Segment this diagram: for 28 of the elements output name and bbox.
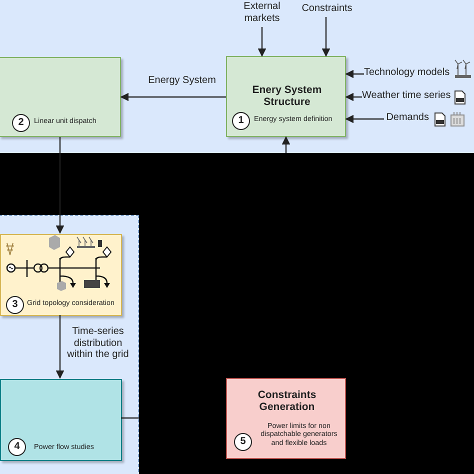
box-title: Enery System Structure xyxy=(251,84,323,108)
step-number: 2 xyxy=(12,114,30,132)
arrow xyxy=(120,92,226,102)
process-box xyxy=(0,379,122,461)
process-box xyxy=(0,57,121,137)
process-box xyxy=(0,234,122,316)
arrow xyxy=(322,17,330,57)
arrow xyxy=(56,315,64,379)
input-label: External markets xyxy=(242,1,282,24)
input-label: Constraints xyxy=(300,3,354,14)
arrow xyxy=(345,114,384,124)
connector-line xyxy=(121,417,139,419)
arrow xyxy=(345,70,364,78)
input-label: Demands xyxy=(385,112,429,124)
step-number: 1 xyxy=(232,112,250,130)
input-label: Weather time series xyxy=(362,90,450,102)
input-label: Technology models xyxy=(364,67,448,78)
arrow xyxy=(345,92,362,102)
arrow xyxy=(56,137,64,234)
step-number: 3 xyxy=(6,296,24,314)
step-number: 5 xyxy=(234,433,252,451)
box-title: Constraints Generation xyxy=(256,389,318,414)
step-number: 4 xyxy=(8,438,26,456)
process-box xyxy=(226,56,346,137)
arrow xyxy=(258,27,266,57)
arrow xyxy=(282,136,290,153)
process-box xyxy=(226,378,346,459)
group-panel xyxy=(0,215,139,474)
